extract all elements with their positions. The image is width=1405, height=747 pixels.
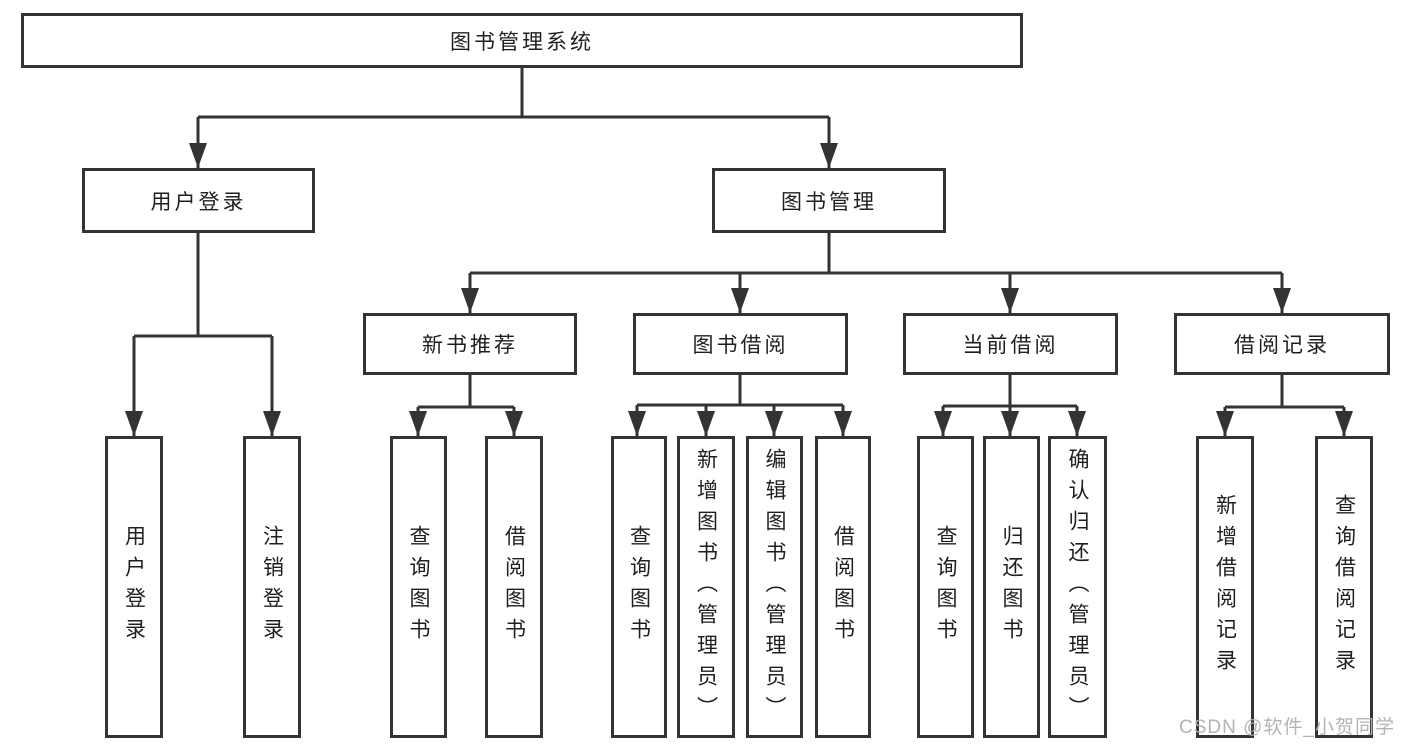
leaf-label: 查询借阅记录 [1332, 494, 1356, 680]
leaf-confirm-return-admin: 确认归还（管理员） [1048, 436, 1107, 738]
node-book-borrowing: 图书借阅 [633, 313, 848, 375]
arrow-down-icon [934, 411, 952, 436]
arrow-down-icon [834, 411, 852, 436]
watermark: CSDN @软件_小贺同学 [1179, 717, 1395, 738]
leaf-label: 查询图书 [627, 525, 651, 649]
node-book-management: 图书管理 [712, 168, 946, 233]
leaf-label: 用户登录 [122, 525, 146, 649]
leaf-label: 新增借阅记录 [1213, 494, 1237, 680]
arrow-down-icon [1335, 411, 1353, 436]
leaf-user-login: 用户登录 [105, 436, 163, 738]
arrow-down-icon [189, 143, 207, 168]
leaf-label: 确认归还（管理员） [1066, 447, 1089, 727]
leaf-borrow-books: 借阅图书 [815, 436, 871, 738]
arrow-down-icon [1001, 288, 1019, 313]
leaf-query-books: 查询图书 [611, 436, 667, 738]
leaf-label: 借阅图书 [831, 525, 855, 649]
leaf-query-books: 查询图书 [917, 436, 974, 738]
arrow-down-icon [505, 411, 523, 436]
node-root-system: 图书管理系统 [21, 13, 1023, 68]
arrow-down-icon [125, 411, 143, 436]
arrow-down-icon [1068, 411, 1086, 436]
leaf-label: 查询图书 [934, 525, 957, 649]
leaf-label: 借阅图书 [502, 525, 526, 649]
arrow-down-icon [765, 411, 783, 436]
leaf-label: 归还图书 [1000, 525, 1023, 649]
arrow-down-icon [628, 411, 646, 436]
leaf-label: 新增图书（管理员） [694, 447, 718, 727]
leaf-borrow-books: 借阅图书 [485, 436, 543, 738]
arrow-down-icon [1273, 288, 1291, 313]
arrow-down-icon [409, 411, 427, 436]
arrow-down-icon [1001, 411, 1019, 436]
leaf-query-borrow-record: 查询借阅记录 [1315, 436, 1373, 738]
leaf-label: 注销登录 [260, 525, 284, 649]
node-new-book-recommendation: 新书推荐 [363, 313, 577, 375]
arrow-down-icon [731, 288, 749, 313]
node-current-borrowing: 当前借阅 [903, 313, 1118, 375]
leaf-add-books-admin: 新增图书（管理员） [677, 436, 735, 738]
leaf-query-books: 查询图书 [390, 436, 447, 738]
arrow-down-icon [1216, 411, 1234, 436]
node-user-login: 用户登录 [82, 168, 315, 233]
arrow-down-icon [263, 411, 281, 436]
arrow-down-icon [461, 288, 479, 313]
leaf-logout: 注销登录 [243, 436, 301, 738]
leaf-label: 编辑图书（管理员） [763, 447, 786, 727]
node-borrowing-records: 借阅记录 [1174, 313, 1390, 375]
leaf-edit-books-admin: 编辑图书（管理员） [746, 436, 803, 738]
arrow-down-icon [697, 411, 715, 436]
arrow-down-icon [820, 143, 838, 168]
leaf-label: 查询图书 [407, 525, 430, 649]
leaf-return-books: 归还图书 [983, 436, 1040, 738]
leaf-add-borrow-record: 新增借阅记录 [1196, 436, 1254, 738]
